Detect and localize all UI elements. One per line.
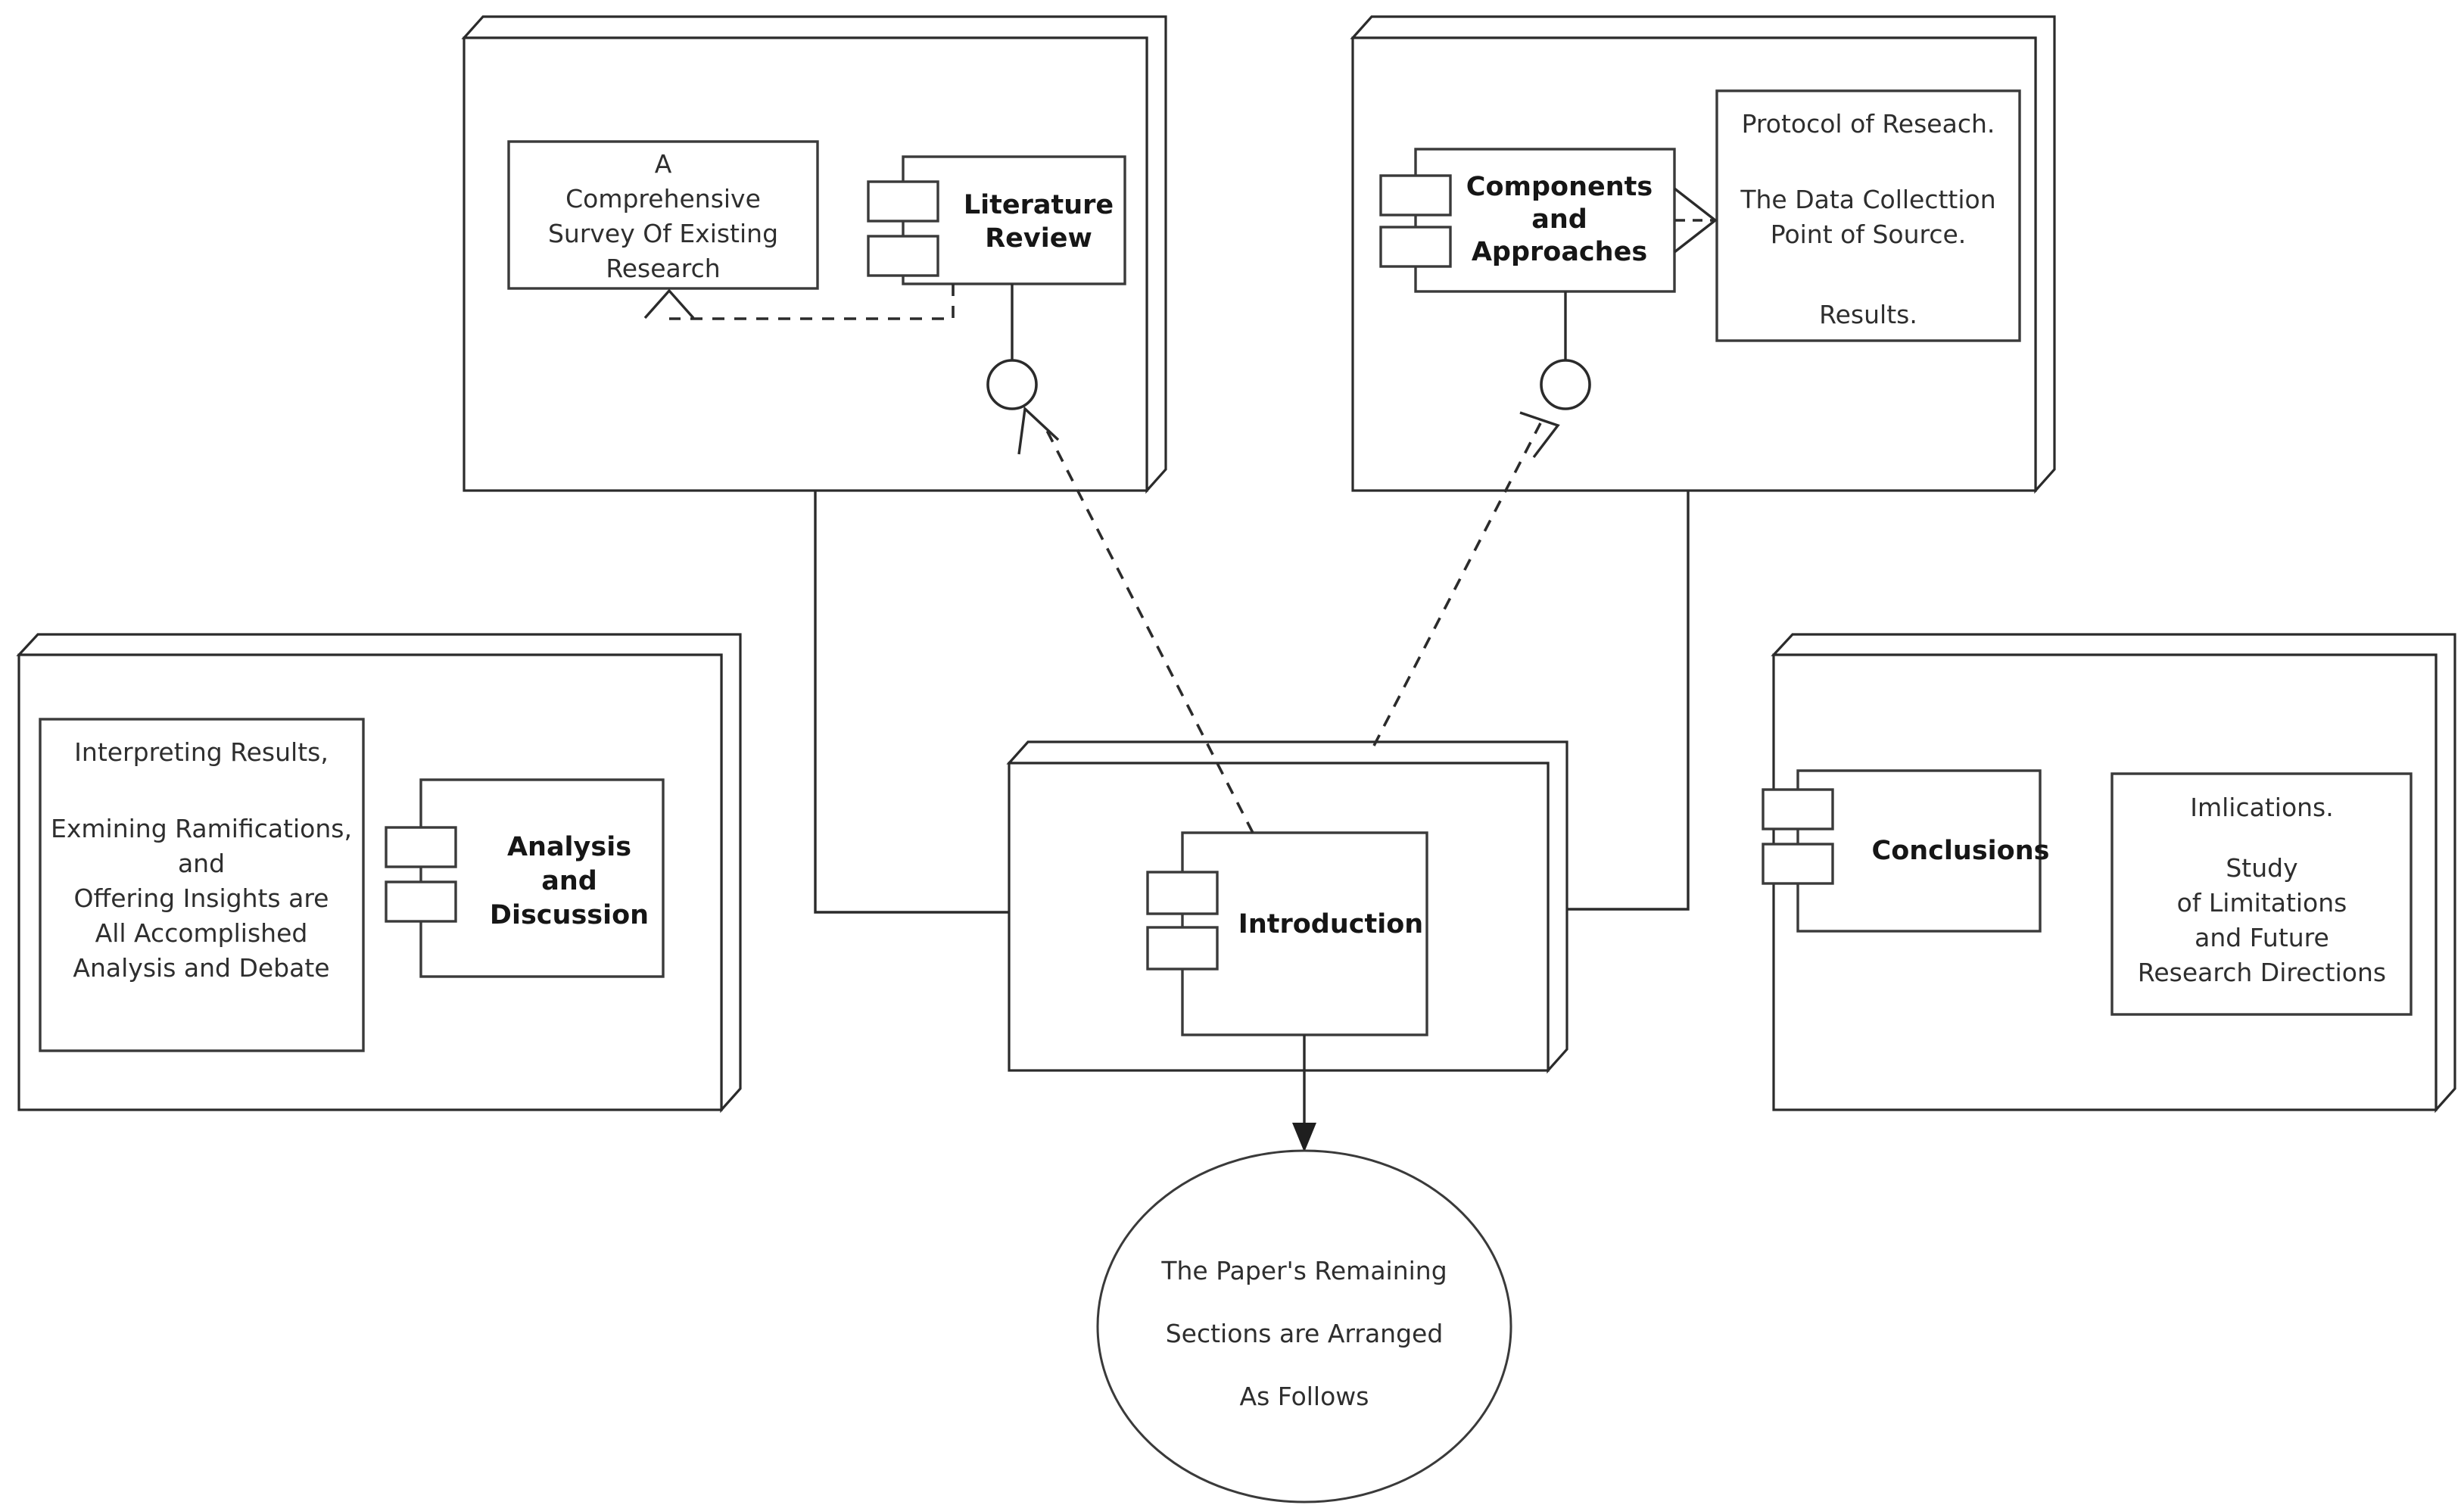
node-conclusions[interactable]: Conclusions Imlications. Study of Limita… <box>1762 633 2456 1114</box>
analysis-note-line3: and <box>178 849 225 878</box>
literature-review-component-body <box>902 155 1126 285</box>
literature-review-component[interactable]: Literature Review <box>867 155 1126 285</box>
analysis-discussion-label-line3: Discussion <box>490 900 649 930</box>
iface-components-approaches-socket-icon <box>1540 359 1591 410</box>
dep-litreview-to-survey-arrowhead <box>643 288 695 319</box>
components-approaches-component[interactable]: Components and Approaches <box>1379 148 1676 293</box>
introduction-label: Introduction <box>1238 909 1423 939</box>
node-literature-review[interactable]: A Comprehensive Survey Of Existing Resea… <box>461 15 1167 494</box>
node-introduction[interactable]: Introduction <box>1006 740 1568 1074</box>
dep-litreview-to-survey-line <box>669 284 955 320</box>
note-remaining-sections[interactable]: The Paper's Remaining Sections are Arran… <box>1096 1149 1512 1503</box>
implications-note-box <box>2110 772 2413 1016</box>
dep-components-to-protocol <box>1673 187 1718 254</box>
component-tab-icon <box>1146 926 1219 971</box>
protocol-note-line4: Results. <box>1819 300 1917 329</box>
iface-usage-components-arrowhead <box>1519 411 1560 459</box>
iface-components-approaches <box>1540 291 1591 410</box>
assoc-intro-to-components-node <box>1543 491 1690 911</box>
component-tab-icon <box>1762 843 1834 885</box>
survey-note-line3: Survey Of Existing <box>548 219 778 248</box>
component-tab-icon <box>385 880 457 923</box>
flow-intro-to-ellipse <box>1292 1035 1316 1152</box>
analysis-discussion-label-line1: Analysis <box>507 832 631 862</box>
implications-note-line1: Imlications. <box>2190 793 2333 822</box>
component-tab-icon <box>1379 226 1452 268</box>
component-tab-icon <box>1379 174 1452 217</box>
iface-literature-review <box>986 284 1038 410</box>
implications-note-line5: Research Directions <box>2138 958 2386 987</box>
iface-usage-components-line <box>1372 422 1542 746</box>
components-approaches-component-body <box>1414 148 1676 293</box>
assoc-intro-to-literature-node <box>814 491 1009 914</box>
protocol-note-box <box>1715 89 2021 342</box>
iface-usage-literature-line <box>1042 422 1254 834</box>
flow-intro-to-ellipse-arrowhead <box>1292 1123 1316 1152</box>
analysis-note-line2: Exmining Ramifications, <box>51 814 352 843</box>
component-tab-icon <box>867 235 939 277</box>
analysis-note-line6: Analysis and Debate <box>73 953 329 983</box>
component-tab-icon <box>1762 788 1834 830</box>
survey-note-line4: Research <box>606 254 720 283</box>
analysis-note-line5: All Accomplished <box>95 918 308 948</box>
literature-review-label-line1: Literature <box>964 190 1114 220</box>
analysis-discussion-label-line2: and <box>541 866 597 896</box>
survey-note-line1: A <box>655 149 672 179</box>
survey-note-box <box>507 140 819 290</box>
component-tab-icon <box>385 826 457 868</box>
iface-literature-review-socket-icon <box>986 359 1038 410</box>
conclusions-component-body <box>1796 769 2042 933</box>
protocol-note-line1: Protocol of Reseach. <box>1742 109 1995 139</box>
components-approaches-label-line1: Components <box>1466 172 1653 202</box>
note-remaining-sections-line2: Sections are Arranged <box>1166 1319 1444 1348</box>
dep-components-to-protocol-arrowhead <box>1673 187 1718 254</box>
analysis-note-box <box>39 718 365 1052</box>
note-remaining-sections-shape <box>1096 1149 1512 1503</box>
dep-litreview-to-survey <box>643 284 955 320</box>
component-tab-icon <box>867 180 939 223</box>
analysis-discussion-component-body <box>419 778 665 978</box>
node-analysis-discussion[interactable]: Interpreting Results, Exmining Ramificat… <box>16 633 742 1114</box>
implications-note-line4: and Future <box>2195 923 2329 952</box>
node-components-approaches[interactable]: Protocol of Reseach. The Data Collecttio… <box>1350 15 2056 494</box>
survey-note-line2: Comprehensive <box>565 184 761 213</box>
protocol-note-line2: The Data Collecttion <box>1740 185 1995 214</box>
iface-usage-introduction-to-components <box>1372 411 1560 746</box>
note-remaining-sections-line3: As Follows <box>1240 1382 1369 1411</box>
introduction-component[interactable]: Introduction <box>1146 831 1428 1036</box>
implications-note-line3: of Limitations <box>2177 888 2347 918</box>
conclusions-component[interactable]: Conclusions <box>1762 769 2050 933</box>
components-approaches-label-line2: and <box>1531 204 1587 235</box>
literature-review-label-line2: Review <box>985 223 1092 254</box>
analysis-note-line4: Offering Insights are <box>74 883 329 913</box>
iface-usage-introduction-to-literature <box>1017 406 1254 834</box>
implications-note-line2: Study <box>2226 853 2297 883</box>
protocol-note-line3: Point of Source. <box>1771 220 1967 249</box>
iface-usage-literature-arrowhead <box>1017 406 1060 455</box>
analysis-discussion-component[interactable]: Analysis and Discussion <box>385 778 665 978</box>
note-remaining-sections-line1: The Paper's Remaining <box>1160 1256 1447 1285</box>
components-approaches-label-line3: Approaches <box>1472 237 1647 267</box>
conclusions-label: Conclusions <box>1872 836 2050 866</box>
analysis-note-line1: Interpreting Results, <box>74 737 329 767</box>
component-tab-icon <box>1146 871 1219 915</box>
